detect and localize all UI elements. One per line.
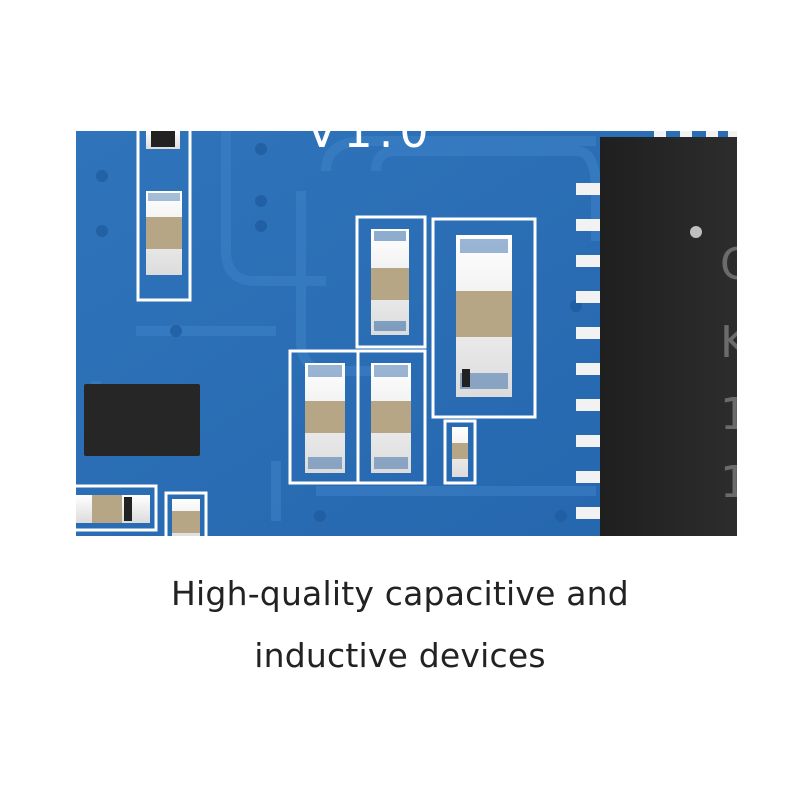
chip-marking-line-4: 1	[720, 457, 737, 508]
smd-component-top-left	[136, 131, 192, 302]
chip-marking-line-2: K	[720, 317, 737, 368]
resistor-small	[443, 419, 477, 485]
board-revision-marking: V1.0	[306, 131, 435, 158]
inductor-large	[431, 217, 537, 419]
chip-marking-line-3: 1	[720, 389, 737, 440]
caption-line-2: inductive devices	[254, 636, 546, 675]
pin1-marker	[690, 226, 702, 238]
capacitor-lower-right	[356, 349, 427, 485]
caption-line-1: High-quality capacitive and	[171, 574, 629, 613]
pcb-photo: V1.0	[76, 131, 737, 536]
smd-component-bottom-left	[76, 484, 208, 536]
capacitor-center-upper	[355, 215, 427, 349]
chip-marking-line-1: C	[720, 239, 737, 290]
ic-pins	[576, 131, 737, 519]
small-black-ic	[84, 384, 200, 456]
capacitor-lower-left	[288, 349, 360, 485]
chip-marking: C K 1 1	[720, 239, 737, 508]
main-ic-chip	[576, 131, 737, 536]
